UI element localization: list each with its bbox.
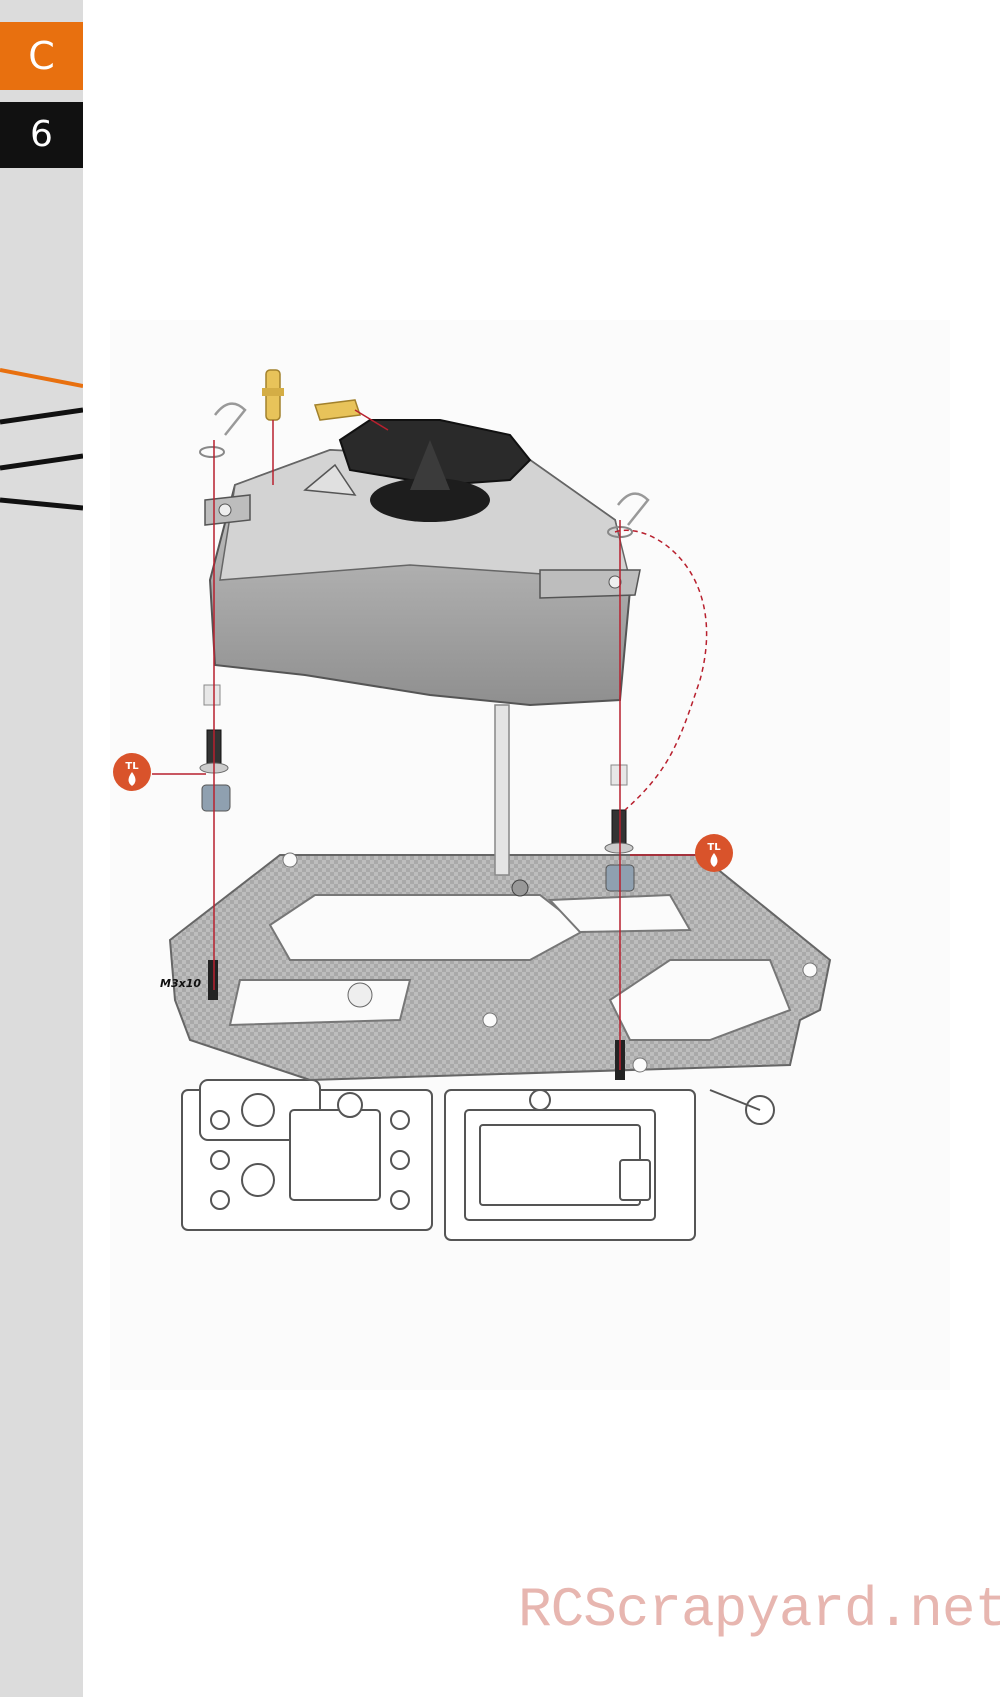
threadlock-label-left: TL [125, 761, 139, 772]
step-number-tab: 6 [0, 102, 83, 168]
sidebar [0, 0, 83, 1697]
sidebar-decoration [0, 368, 83, 511]
fuel-tank-cap [338, 419, 532, 522]
threadlock-badge-left: TL [113, 753, 151, 791]
watermark: RCScrapyard.net [518, 1578, 1000, 1642]
body-clip-right [617, 492, 650, 526]
body-clip-left [214, 402, 247, 436]
assembly-guide-lines [152, 409, 708, 1070]
threadlock-label-right: TL [707, 842, 721, 853]
fuel-nipple-angled [313, 399, 362, 421]
assembly-diagram: TL TL M3x10 [110, 320, 950, 1390]
carbon-top-plate [168, 852, 832, 1082]
fuel-nipple-vertical [262, 369, 284, 421]
center-post [494, 704, 510, 876]
threadlock-badge-right: TL [695, 834, 733, 872]
screw-size-label: M3x10 [160, 977, 201, 990]
washer-left-top [199, 446, 225, 458]
section-letter-tab: C [0, 22, 83, 90]
